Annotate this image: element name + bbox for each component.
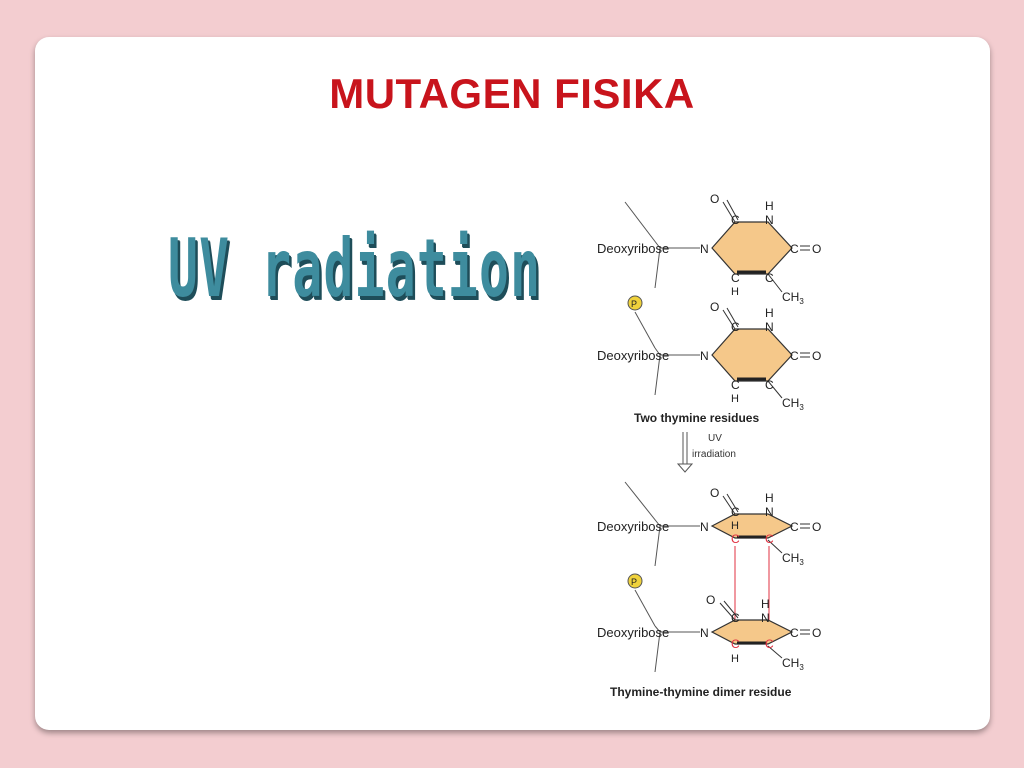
atom-c-dimer: C [765,532,774,546]
atom-h: H [731,393,739,405]
atom-n: N [700,626,709,640]
phosphate-label: P [631,299,637,309]
atom-o: O [812,242,821,256]
atom-h: H [765,491,774,505]
caption-dimer: Thymine-thymine dimer residue [610,685,792,699]
arrow-label-irradiation: irradiation [692,449,736,460]
atom-n: N [700,520,709,534]
atom-o: O [710,192,719,206]
atom-n: N [700,349,709,363]
atom-c-dimer: C [731,532,740,546]
atom-o: O [812,349,821,363]
dimer-residue-1: Deoxyribose N O C H H N C O C C CH3 [597,481,821,567]
sugar-label: Deoxyribose [597,241,669,256]
dimer-bond [734,546,770,620]
atom-c: C [790,242,799,256]
atom-c: C [731,505,740,519]
atom-c: C [731,320,740,334]
methyl-label: CH3 [782,656,804,672]
atom-o: O [706,593,715,607]
atom-c: C [731,378,740,392]
atom-c: C [731,213,740,227]
atom-h: H [731,520,739,532]
arrow-label-uv: UV [708,433,722,444]
phosphate-label: P [631,577,637,587]
sugar-label: Deoxyribose [597,519,669,534]
atom-c: C [731,611,740,625]
methyl-label: CH3 [782,551,804,567]
sugar-label: Deoxyribose [597,348,669,363]
atom-c-dimer: C [765,637,774,651]
atom-n: N [765,320,774,334]
atom-o: O [812,626,821,640]
slide-title: MUTAGEN FISIKA [329,70,695,117]
atom-c: C [790,626,799,640]
methyl-label: CH3 [782,396,804,412]
atom-c: C [790,349,799,363]
slide-panel [35,37,990,730]
atom-c: C [731,271,740,285]
atom-h: H [765,306,774,320]
atom-h: H [731,286,739,298]
atom-o: O [710,486,719,500]
atom-o: O [812,520,821,534]
atom-c: C [790,520,799,534]
thymine-dimer-diagram: Deoxyribose N O C H N C O C H C CH3 P De… [597,192,821,699]
atom-h: H [731,653,739,665]
caption-two-thymine: Two thymine residues [634,411,759,425]
atom-n: N [761,611,770,625]
phosphate-icon [627,295,643,311]
atom-c-dimer: C [731,637,740,651]
thymine-residue-2: Deoxyribose N O C H N C O C H C CH3 [597,300,821,412]
atom-c: C [765,271,774,285]
atom-n: N [765,213,774,227]
uv-radiation-heading: UV radiation [168,222,542,315]
dimer-residue-2: Deoxyribose N O C H N C O C H C CH3 [597,593,821,673]
atom-o: O [710,300,719,314]
phosphate-icon [627,573,643,589]
atom-h: H [761,597,770,611]
uv-arrow-icon [676,432,694,473]
sugar-label: Deoxyribose [597,625,669,640]
methyl-label: CH3 [782,290,804,306]
atom-h: H [765,199,774,213]
atom-n: N [700,242,709,256]
thymine-residue-1: Deoxyribose N O C H N C O C H C CH3 [597,192,821,306]
atom-c: C [765,378,774,392]
atom-n: N [765,505,774,519]
